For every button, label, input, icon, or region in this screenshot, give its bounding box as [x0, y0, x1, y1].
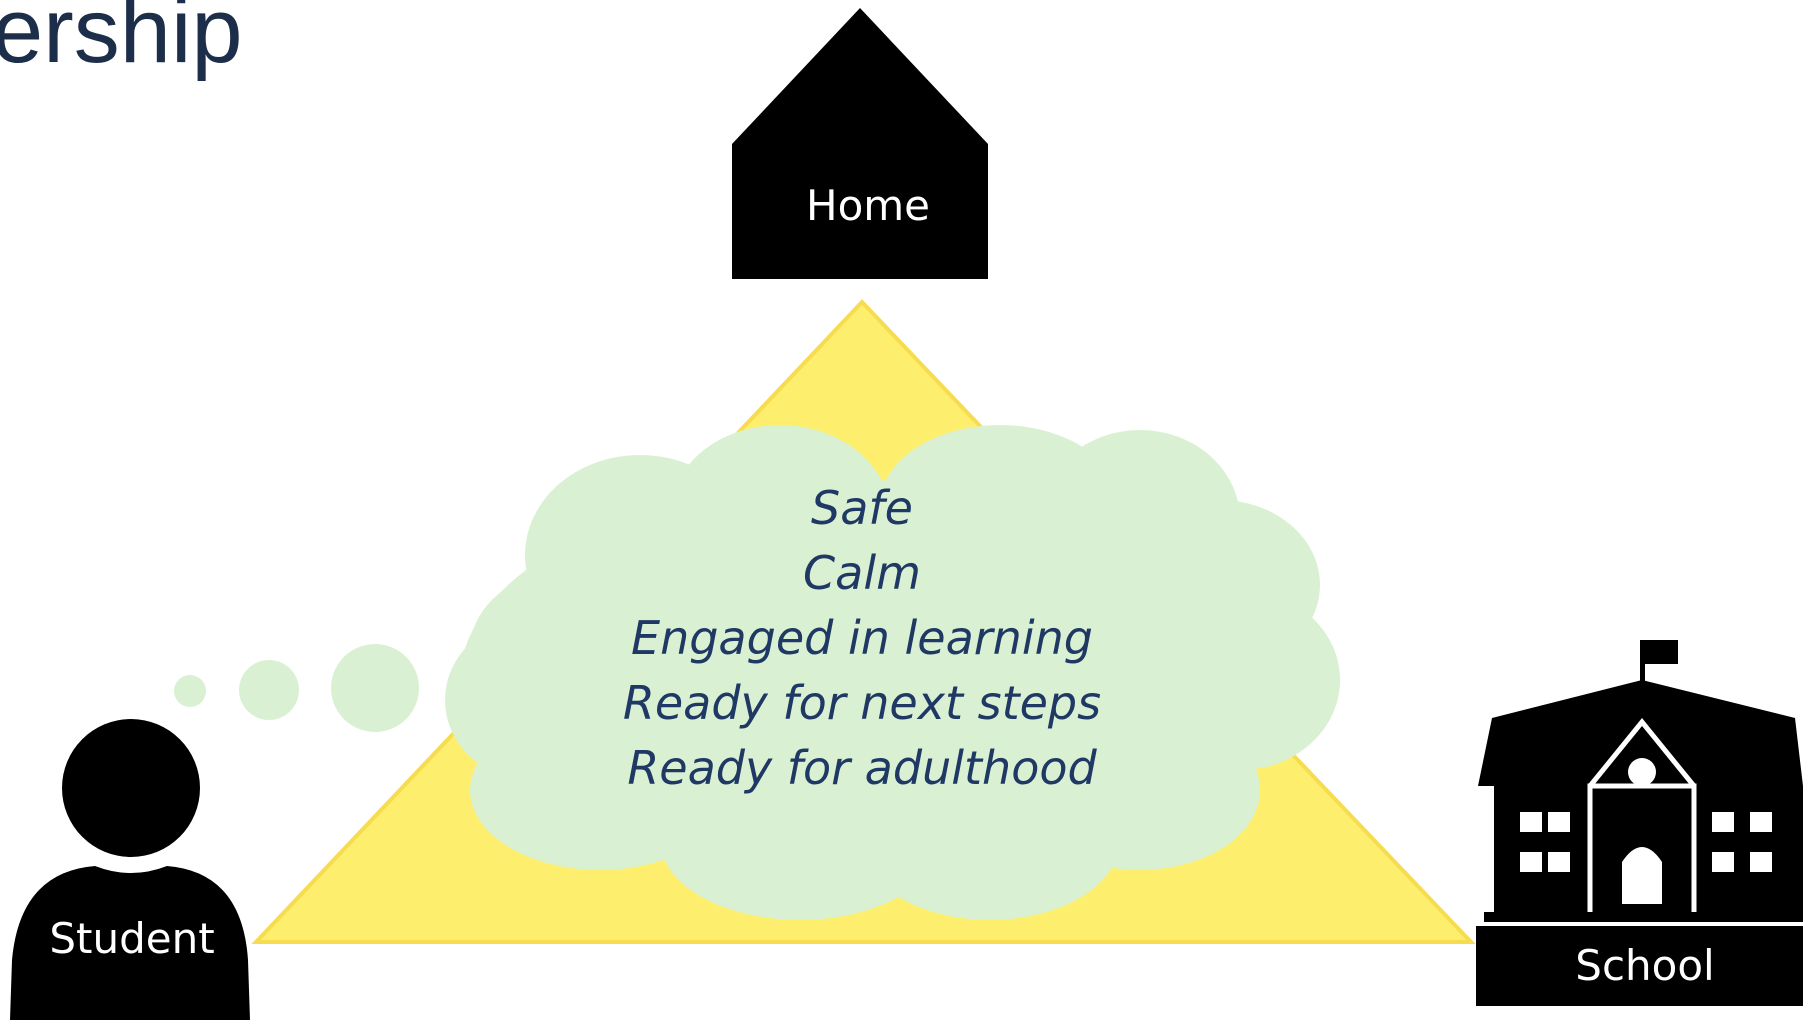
thought-bubble-large [331, 644, 419, 732]
person-icon: Student [10, 719, 250, 1020]
school-label: School [1575, 941, 1714, 990]
thought-line: Calm [803, 546, 921, 600]
house-icon: Home [732, 8, 988, 279]
thought-bubbles [174, 644, 419, 732]
thought-line: Ready for next steps [623, 676, 1101, 730]
thought-cloud [445, 425, 1340, 920]
slide-title: ership [0, 0, 243, 82]
school-building-icon: School [1476, 640, 1803, 1006]
student-label: Student [49, 914, 214, 963]
thought-line: Safe [811, 481, 913, 535]
thought-lines: Safe Calm Engaged in learning Ready for … [623, 481, 1101, 795]
thought-bubble-small [174, 675, 206, 707]
thought-line: Ready for adulthood [627, 741, 1097, 795]
thought-bubble-medium [239, 660, 299, 720]
home-label: Home [806, 181, 930, 230]
thought-line: Engaged in learning [631, 611, 1093, 665]
